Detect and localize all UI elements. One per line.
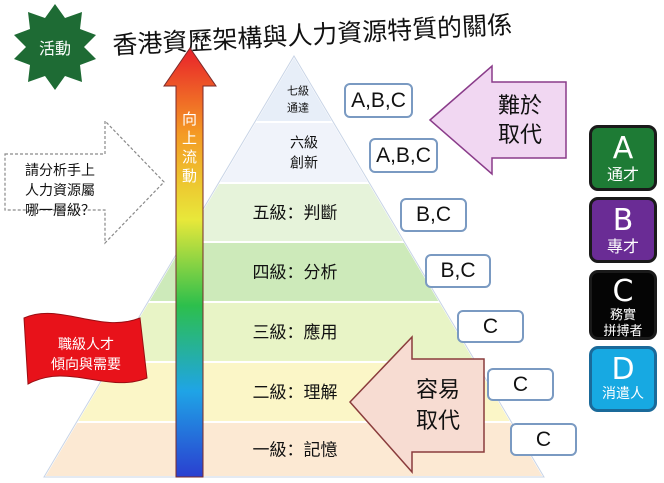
upward-mobility-label-3: 流 (182, 148, 197, 166)
hard-to-replace-line-1: 難於 (498, 94, 542, 119)
level-3-label: 三級：應用 (253, 322, 338, 343)
level-4-categories: B,C (425, 254, 491, 288)
level-7-label-1: 七級 (287, 84, 309, 97)
question-line-2: 人力資源屬 (25, 183, 95, 199)
level-7-categories: A,B,C (344, 83, 413, 118)
level-5-label: 五級：判斷 (253, 204, 338, 224)
category-a-letter: A (612, 131, 634, 166)
category-d-letter: D (611, 352, 635, 387)
question-arrow (4, 119, 165, 245)
upward-mobility-label-2: 上 (182, 129, 197, 147)
activity-badge (14, 4, 96, 90)
diagram-title: 香港資歷架構與人力資源特質的關係 (112, 10, 513, 60)
easy-to-replace-line-2: 取代 (416, 409, 460, 434)
flag-line-2: 傾向與需要 (51, 357, 121, 373)
category-c-letter: C (612, 274, 634, 309)
category-a-name: 通才 (606, 165, 639, 184)
level-1-categories: C (510, 423, 577, 456)
level-6-categories: A,B,C (369, 138, 438, 173)
level-6-label-1: 六級 (290, 136, 318, 152)
category-a-generalist: A 通才 (589, 125, 657, 191)
level-6-band (216, 121, 372, 184)
category-b-specialist: B 專才 (589, 197, 657, 263)
level-2-categories: C (487, 368, 554, 401)
talent-needs-flag (23, 313, 148, 385)
flag-line-1: 職級人才 (58, 337, 114, 353)
level-3-categories: C (457, 310, 524, 343)
upward-mobility-label-4: 動 (182, 167, 197, 185)
level-2-label: 二級：理解 (253, 383, 338, 403)
category-c-name-line-1: 務實 (609, 308, 636, 323)
question-line-3: 哪一層級？ (25, 203, 95, 219)
level-6-label-2: 創新 (290, 156, 318, 172)
category-d-name: 消遣人 (602, 386, 644, 402)
category-d-leisure: D 消遣人 (589, 346, 657, 412)
hard-to-replace-line-2: 取代 (498, 123, 542, 148)
level-5-categories: B,C (400, 198, 467, 232)
level-7-label-2: 通達 (287, 101, 309, 114)
pyramid-outline (43, 55, 545, 478)
question-line-1: 請分析手上 (25, 163, 95, 179)
category-b-letter: B (612, 203, 634, 238)
category-c-pragmatic-striver: C 務實 拼搏者 (589, 270, 657, 340)
easy-to-replace-arrow (348, 335, 485, 474)
activity-badge-label: 活動 (39, 39, 71, 58)
level-4-label: 四級：分析 (253, 263, 338, 283)
level-1-label: 一級：記憶 (253, 441, 338, 461)
easy-to-replace-line-1: 容易 (416, 378, 460, 403)
category-c-name-line-2: 拼搏者 (603, 324, 643, 339)
category-b-name: 專才 (606, 237, 639, 256)
hard-to-replace-arrow (428, 64, 567, 176)
upward-mobility-label-1: 向 (182, 110, 197, 128)
upward-mobility-arrow (163, 47, 217, 478)
